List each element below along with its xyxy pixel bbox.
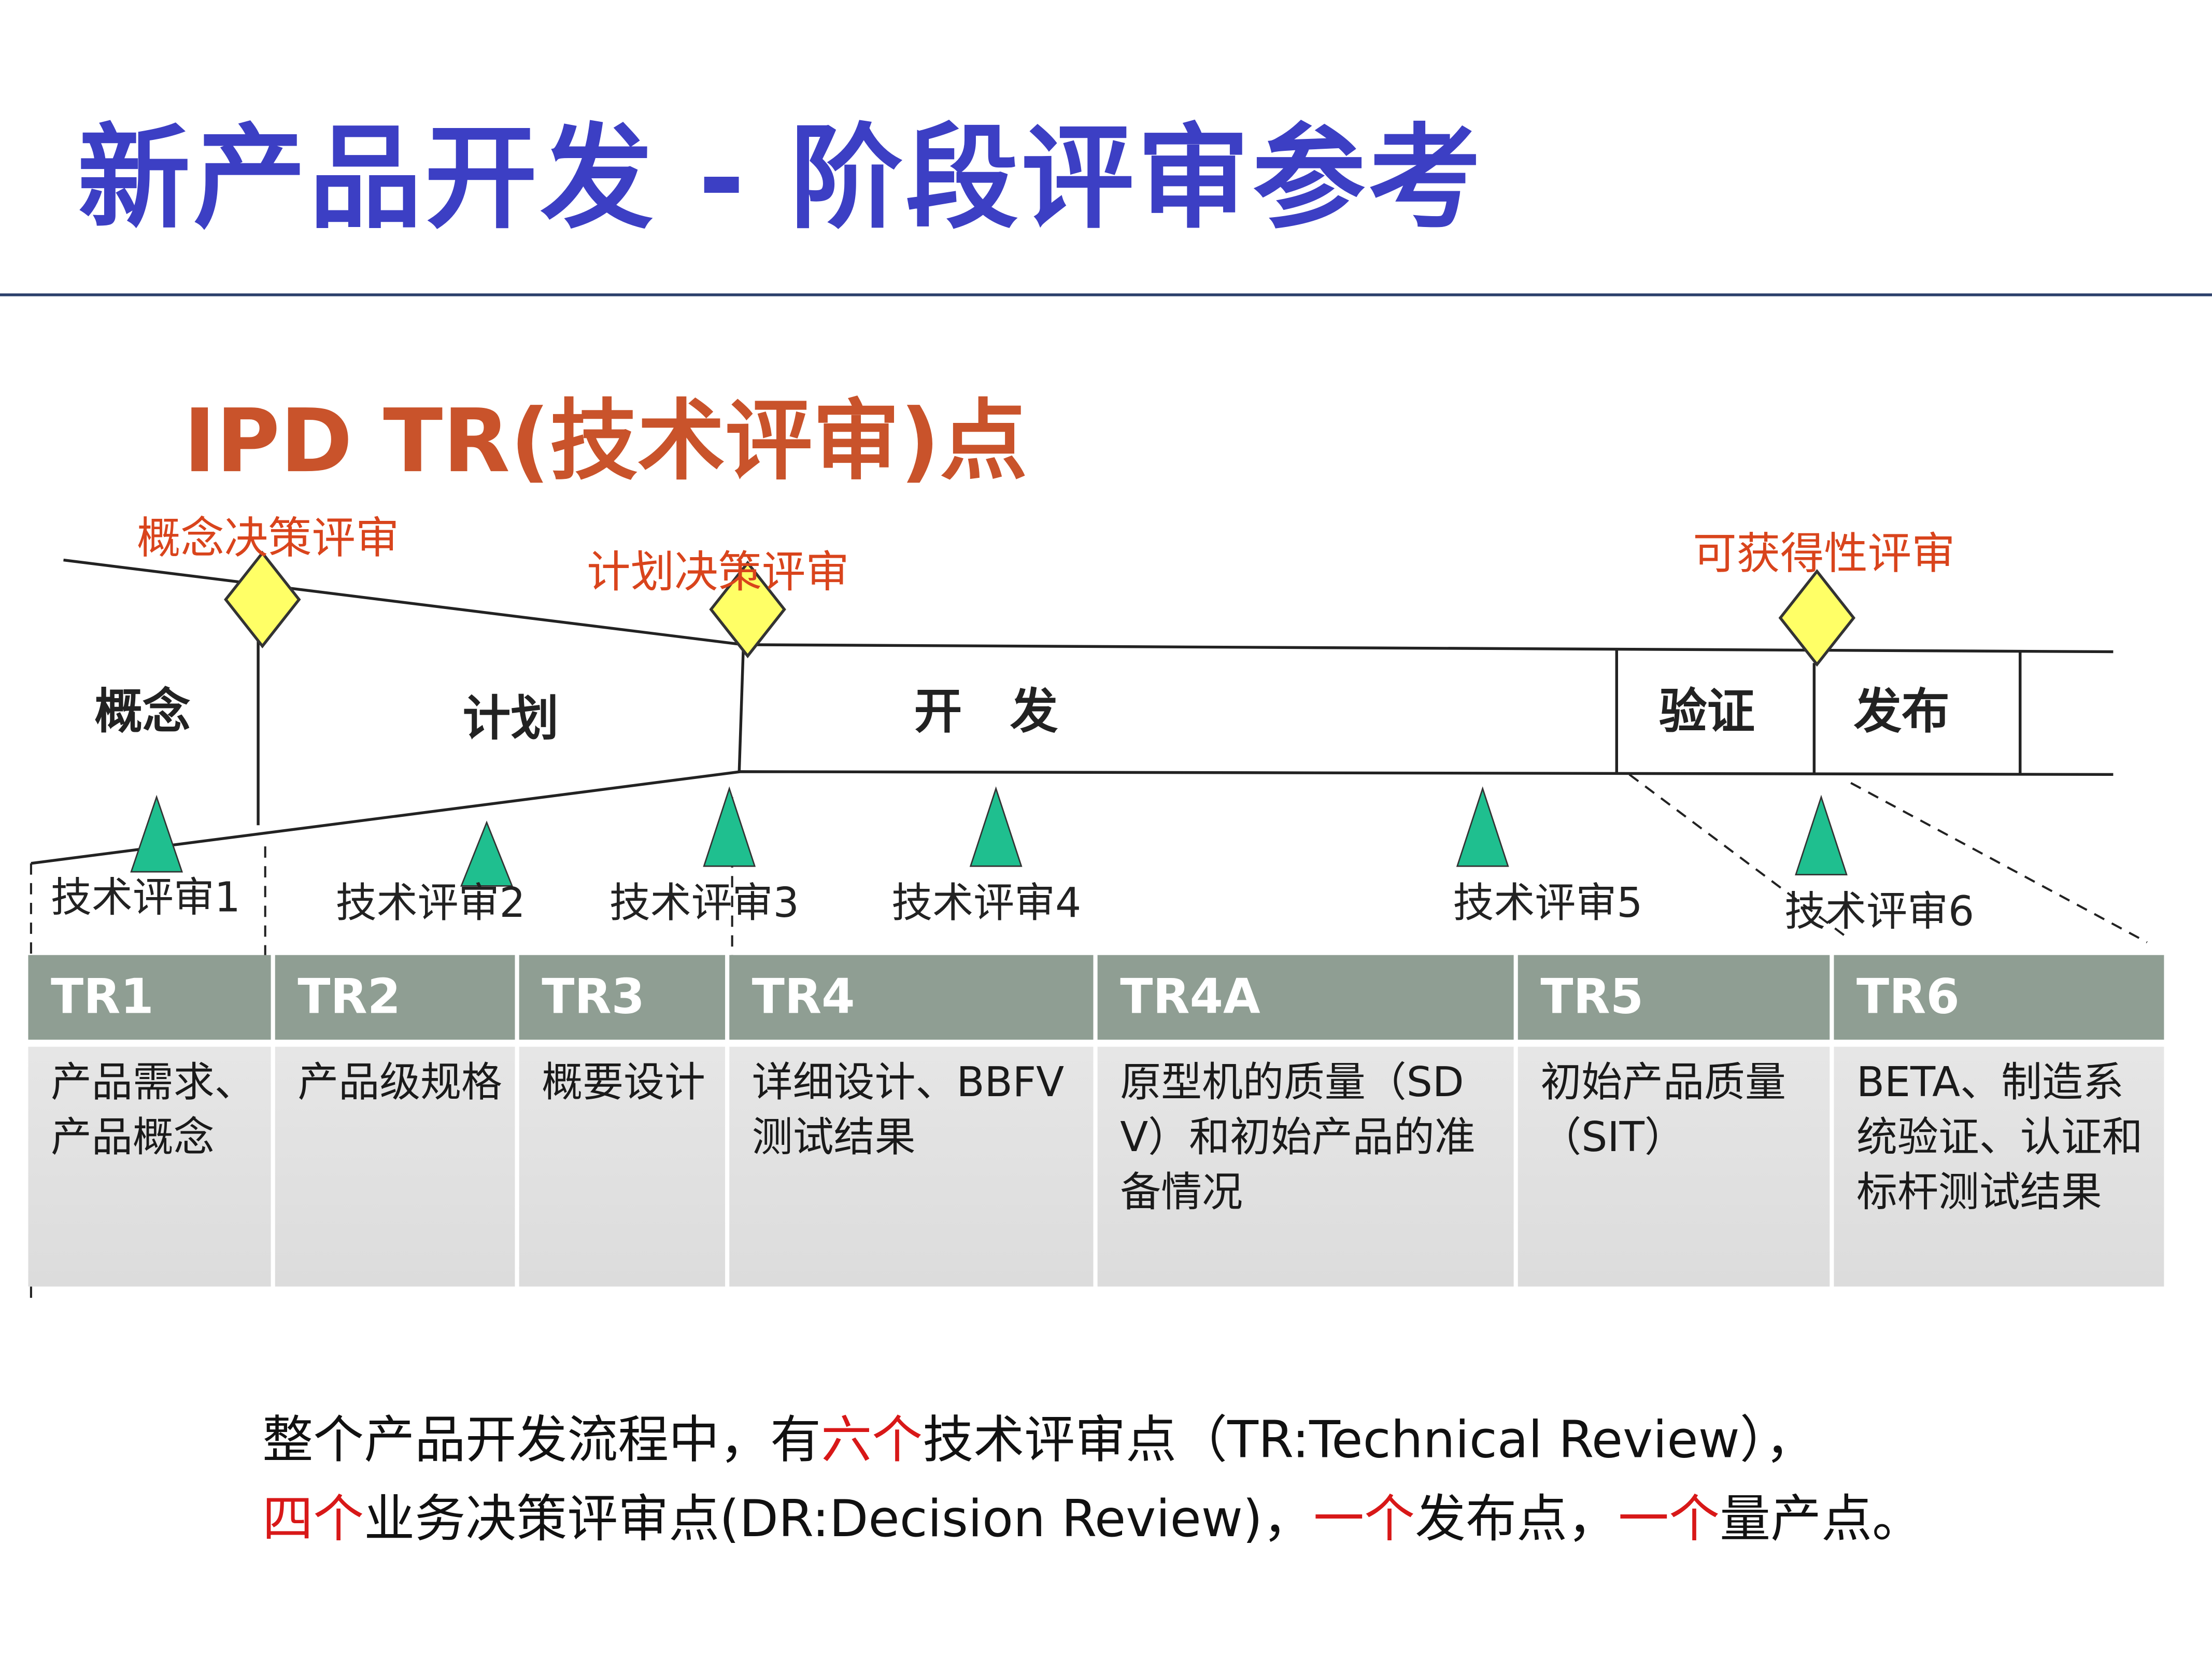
decision-review-label: 可获得性评审	[1693, 529, 1955, 580]
decision-diamond-icon	[224, 550, 301, 649]
summary-text: 业务决策评审点(DR:Decision Review)，	[364, 1491, 1314, 1549]
decision-diamond-icon	[709, 560, 786, 659]
summary-text: 发布点，	[1415, 1491, 1619, 1549]
tech-review-label: 技术评审5	[1453, 878, 1643, 927]
summary-line-1: 整个产品开发流程中，有六个技术评审点（TR:Technical Review），	[262, 1399, 1816, 1473]
review-triangle-icon	[703, 786, 756, 867]
phase-bottom-line	[31, 770, 2114, 865]
phase-divider	[738, 644, 745, 772]
summary-highlight: 四个	[262, 1491, 364, 1549]
review-triangle-icon	[460, 820, 514, 887]
tr-header: TR6	[1834, 955, 2164, 1040]
section-heading: IPD TR(技术评审)点	[183, 389, 1028, 492]
page-title: 新产品开发 - 阶段评审参考	[77, 112, 1484, 244]
title-divider	[0, 293, 2212, 296]
summary-highlight: 一个	[1618, 1491, 1720, 1549]
tr-header: TR2	[275, 955, 515, 1040]
tr-header: TR5	[1518, 955, 1830, 1040]
review-triangle-icon	[1456, 786, 1509, 867]
decision-diamond-icon	[1778, 569, 1856, 667]
phase-label: 概念	[94, 684, 191, 741]
phase-label: 发布	[1853, 684, 1950, 741]
tr-description: 初始产品质量（SIT）	[1518, 1046, 1830, 1287]
summary-line-2: 四个业务决策评审点(DR:Decision Review)，一个发布点，一个量产…	[262, 1479, 1923, 1552]
summary-highlight: 一个	[1313, 1491, 1415, 1549]
summary-text: 量产点。	[1720, 1491, 1923, 1549]
tr-header: TR4	[729, 955, 1094, 1040]
tech-review-label: 技术评审4	[891, 878, 1082, 927]
phase-label: 验证	[1658, 684, 1755, 741]
tech-review-label: 技术评审2	[335, 878, 526, 927]
dashed-connector	[1628, 773, 1849, 939]
tr-description: 产品级规格	[275, 1046, 515, 1287]
phase-label: 开 发	[914, 684, 1058, 741]
phase-label: 计划	[462, 691, 559, 748]
summary-highlight: 六个	[821, 1412, 923, 1470]
tech-review-label: 技术评审1	[50, 873, 240, 921]
review-triangle-icon	[1795, 795, 1848, 875]
tr-description: 产品需求、产品概念	[28, 1046, 271, 1287]
tech-review-label: 技术评审6	[1784, 887, 1975, 935]
tr-description: 原型机的质量（SDV）和初始产品的准备情况	[1097, 1046, 1514, 1287]
tr-header: TR1	[28, 955, 271, 1040]
dashed-connector	[1850, 782, 2148, 944]
tr-header: TR3	[519, 955, 726, 1040]
tr-description: BETA、制造系统验证、认证和标杆测试结果	[1834, 1046, 2164, 1287]
tech-review-label: 技术评审3	[609, 878, 799, 927]
decision-review-label: 概念决策评审	[137, 513, 400, 564]
review-triangle-icon	[969, 786, 1023, 867]
summary-text: 整个产品开发流程中，有	[262, 1412, 821, 1470]
decision-review-label: 计划决策评审	[587, 547, 849, 599]
review-triangle-icon	[130, 795, 183, 873]
summary-text: 技术评审点（TR:Technical Review），	[923, 1412, 1816, 1470]
tr-description: 详细设计、BBFV测试结果	[729, 1046, 1094, 1287]
tr-header: TR4A	[1097, 955, 1514, 1040]
tr-description: 概要设计	[519, 1046, 726, 1287]
